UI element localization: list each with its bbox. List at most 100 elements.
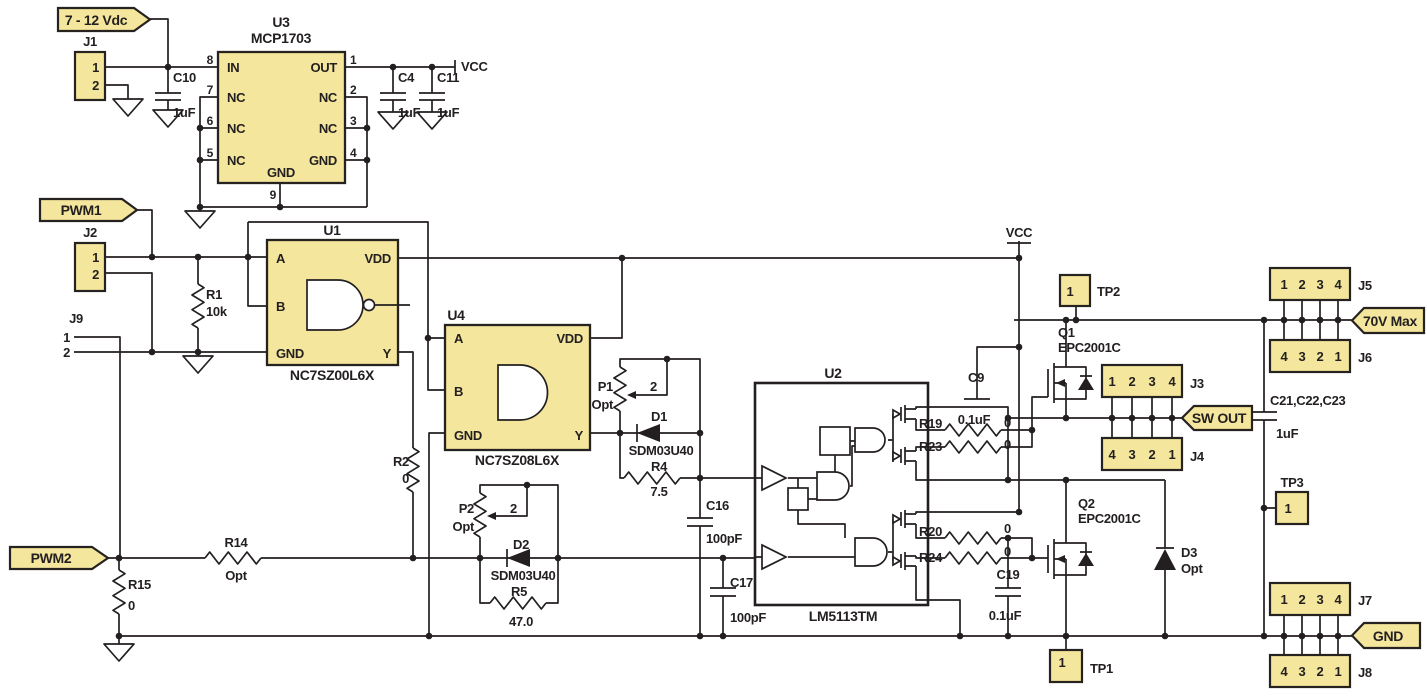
svg-text:R1: R1	[206, 287, 222, 302]
svg-text:3: 3	[1317, 592, 1324, 607]
svg-text:VDD: VDD	[364, 251, 391, 266]
svg-text:1: 1	[63, 330, 70, 345]
q1-arrow	[1056, 379, 1065, 387]
svg-text:1uF: 1uF	[437, 105, 460, 120]
svg-text:0: 0	[1004, 544, 1011, 559]
resistor-r23	[944, 440, 1002, 454]
svg-text:EPC2001C: EPC2001C	[1058, 340, 1122, 355]
u3-part: MCP1703	[251, 30, 312, 46]
svg-text:1uF: 1uF	[173, 105, 196, 120]
connector-j1	[73, 50, 107, 102]
svg-text:C10: C10	[173, 70, 196, 85]
svg-text:1: 1	[1169, 447, 1176, 462]
svg-text:C11: C11	[437, 70, 459, 85]
svg-text:D3: D3	[1181, 545, 1197, 560]
junction-dots	[115, 63, 1342, 640]
connector-j7	[1268, 581, 1352, 617]
svg-text:R23: R23	[919, 439, 942, 454]
testpoint-tp3	[1274, 490, 1310, 526]
q2-fet	[1047, 480, 1094, 636]
flag-swout-label: SW OUT	[1192, 410, 1247, 426]
svg-text:5: 5	[207, 146, 214, 160]
svg-text:1uF: 1uF	[398, 105, 421, 120]
connector-j2	[73, 241, 107, 293]
resistor-r14	[204, 551, 262, 565]
svg-text:NC: NC	[319, 121, 338, 136]
connector-j3	[1100, 363, 1184, 399]
testpoint-tp2	[1058, 273, 1092, 308]
svg-text:1: 1	[1335, 349, 1342, 364]
tp3-ref: TP3	[1281, 475, 1304, 490]
svg-text:1: 1	[1281, 592, 1288, 607]
u2-input-buffer-li	[761, 543, 788, 571]
wires-deadtime-low	[108, 484, 755, 644]
connector-j8	[1268, 653, 1352, 689]
u2-ref: U2	[824, 365, 842, 381]
svg-text:1: 1	[1109, 374, 1116, 389]
d3-diode	[1154, 549, 1176, 570]
svg-text:47.0: 47.0	[509, 614, 533, 629]
svg-text:0.1uF: 0.1uF	[958, 412, 991, 427]
flag-vin	[56, 6, 152, 33]
svg-text:A: A	[454, 331, 464, 346]
svg-text:Y: Y	[575, 428, 584, 443]
svg-text:8: 8	[207, 53, 214, 67]
tp1-ref: TP1	[1090, 661, 1113, 676]
svg-text:0: 0	[402, 471, 409, 486]
u2-part: LM5113TM	[809, 608, 877, 624]
u4-part: NC7SZ08L6X	[475, 452, 560, 468]
wires-output-section	[119, 300, 1352, 655]
flag-swout	[1180, 404, 1254, 432]
svg-text:4: 4	[1281, 349, 1289, 364]
u3-ref: U3	[272, 14, 290, 30]
wires-top-regulator	[105, 18, 456, 211]
svg-text:1: 1	[1067, 284, 1074, 299]
u2-level-shift-1	[819, 426, 851, 456]
svg-text:4: 4	[1335, 592, 1343, 607]
svg-text:R20: R20	[919, 524, 942, 539]
svg-text:EPC2001C: EPC2001C	[1078, 511, 1142, 526]
j9-ref: J9	[69, 311, 83, 326]
svg-text:1: 1	[1285, 501, 1292, 516]
j8-ref: J8	[1358, 665, 1372, 680]
svg-text:SDM03U40: SDM03U40	[629, 443, 694, 458]
svg-text:GND: GND	[309, 153, 337, 168]
svg-text:Q1: Q1	[1058, 325, 1075, 340]
svg-text:P1: P1	[598, 379, 613, 394]
svg-text:R2: R2	[393, 454, 409, 469]
flag-70vmax	[1350, 306, 1426, 335]
flag-pwm2-label: PWM2	[31, 550, 72, 566]
svg-text:B: B	[276, 299, 285, 314]
p2-wiper-arrow	[487, 512, 496, 520]
q2-body-diode	[1078, 553, 1094, 566]
u4-ref: U4	[447, 307, 465, 323]
svg-text:2: 2	[1299, 592, 1306, 607]
svg-text:2: 2	[1129, 374, 1136, 389]
svg-text:0: 0	[1004, 437, 1011, 452]
connector-j6	[1268, 338, 1352, 374]
svg-text:C17: C17	[730, 575, 753, 590]
resistor-r24	[944, 551, 1002, 565]
q1-fet	[1047, 320, 1094, 418]
connector-j4	[1100, 436, 1184, 472]
svg-text:C9: C9	[968, 370, 984, 385]
svg-text:3: 3	[1129, 447, 1136, 462]
j7-ref: J7	[1358, 593, 1372, 608]
connector-j5	[1268, 266, 1352, 302]
svg-text:D1: D1	[651, 409, 667, 424]
svg-text:9: 9	[270, 188, 277, 202]
svg-text:10k: 10k	[206, 304, 228, 319]
svg-text:2: 2	[63, 345, 70, 360]
gnd-symbol	[184, 210, 216, 229]
svg-text:NC: NC	[319, 90, 338, 105]
svg-text:3: 3	[1299, 664, 1306, 679]
flag-70vmax-label: 70V Max	[1363, 313, 1417, 329]
svg-text:R19: R19	[919, 416, 942, 431]
flag-gnd	[1350, 621, 1422, 650]
pot-p2	[473, 492, 487, 538]
svg-text:VDD: VDD	[556, 331, 583, 346]
svg-text:4: 4	[1335, 277, 1343, 292]
svg-text:D2: D2	[513, 537, 529, 552]
j1-ref: J1	[83, 34, 97, 49]
